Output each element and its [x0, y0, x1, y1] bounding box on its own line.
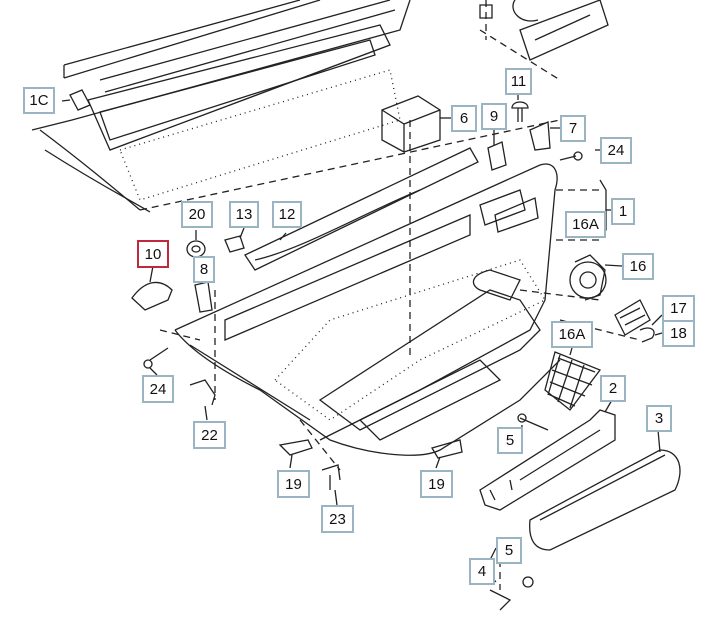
bracket-8: [194, 281, 213, 313]
main-door-panel: [174, 163, 558, 441]
callout-22[interactable]: 22: [193, 421, 226, 449]
callout-label: 17: [670, 300, 687, 317]
callout-13[interactable]: 13: [229, 201, 259, 228]
screw-24b: [143, 359, 153, 369]
part-4: [489, 589, 512, 611]
callout-2[interactable]: 2: [600, 375, 626, 402]
callout-5-upper[interactable]: 5: [497, 427, 523, 454]
speaker-grille-hatched: [544, 351, 602, 411]
callout-11[interactable]: 11: [505, 68, 532, 95]
callout-16A-upper[interactable]: 16A: [565, 211, 606, 238]
callout-12[interactable]: 12: [272, 201, 302, 228]
bracket-7: [529, 121, 551, 151]
clip-11: [511, 101, 529, 109]
window-channel-strip: [63, 0, 301, 66]
callout-label: 20: [188, 206, 206, 223]
callout-label: 19: [428, 475, 445, 493]
callout-label: 24: [607, 142, 625, 159]
callout-16A-lower[interactable]: 16A: [551, 321, 593, 348]
callout-10[interactable]: 10: [137, 240, 169, 268]
mirror-switch-housing: [519, 0, 609, 61]
callout-label: 23: [329, 510, 346, 528]
callout-label: 16: [629, 258, 647, 275]
callout-label: 4: [477, 563, 487, 580]
callout-17[interactable]: 17: [662, 295, 695, 322]
armrest-shell: [318, 289, 541, 431]
callout-label: 8: [199, 261, 209, 278]
clip-1C: [69, 89, 91, 111]
callout-label: 1C: [29, 92, 49, 109]
callout-label: 6: [459, 110, 469, 127]
callout-label: 16A: [572, 216, 599, 233]
callout-1[interactable]: 1: [611, 198, 635, 225]
callout-label: 12: [278, 206, 296, 223]
callout-24-upper[interactable]: 24: [600, 137, 632, 164]
bracket-9: [487, 141, 507, 171]
callout-5-lower[interactable]: 5: [496, 537, 522, 564]
callout-19-left[interactable]: 19: [277, 470, 310, 498]
bracket-22: [189, 379, 216, 406]
upper-trim-panel: [39, 129, 141, 211]
callout-label: 22: [201, 426, 218, 444]
clip-13: [224, 235, 245, 253]
callout-1C[interactable]: 1C: [23, 87, 55, 114]
clip-19a: [278, 439, 313, 456]
plug-20: [186, 240, 206, 258]
switch-17: [614, 299, 651, 336]
callout-label: 9: [489, 108, 499, 125]
callout-label: 19: [285, 475, 302, 493]
callout-19-right[interactable]: 19: [420, 470, 453, 498]
callout-label: 3: [654, 410, 664, 427]
callout-label: 5: [505, 432, 515, 449]
speaker-16: [569, 261, 607, 299]
callout-label: 16A: [558, 326, 586, 343]
callout-label: 7: [568, 120, 578, 137]
callout-label: 24: [149, 380, 167, 398]
bracket-23: [321, 464, 341, 490]
callout-24-lower[interactable]: 24: [142, 375, 174, 403]
clip-19b: [431, 439, 463, 459]
callout-label: 10: [144, 245, 162, 263]
callout-3[interactable]: 3: [646, 405, 672, 432]
callout-4[interactable]: 4: [469, 558, 495, 585]
callout-8[interactable]: 8: [193, 256, 215, 283]
storage-pocket-2: [479, 409, 616, 511]
callout-16[interactable]: 16: [622, 253, 654, 280]
callout-label: 18: [670, 325, 687, 342]
callout-20[interactable]: 20: [181, 201, 213, 228]
callout-6[interactable]: 6: [451, 105, 477, 132]
callout-label: 2: [608, 380, 618, 397]
callout-18[interactable]: 18: [662, 320, 695, 347]
box-6: [381, 95, 441, 153]
callout-7[interactable]: 7: [560, 115, 586, 142]
callout-label: 11: [510, 73, 527, 90]
wood-trim-strip: [244, 147, 479, 271]
callout-9[interactable]: 9: [481, 103, 507, 130]
callout-label: 13: [235, 206, 253, 223]
callout-label: 1: [618, 203, 628, 220]
callout-23[interactable]: 23: [321, 505, 354, 533]
handle-10: [131, 281, 173, 311]
callout-label: 5: [504, 542, 514, 559]
screw-5a: [519, 417, 549, 431]
cover-3: [529, 449, 681, 551]
